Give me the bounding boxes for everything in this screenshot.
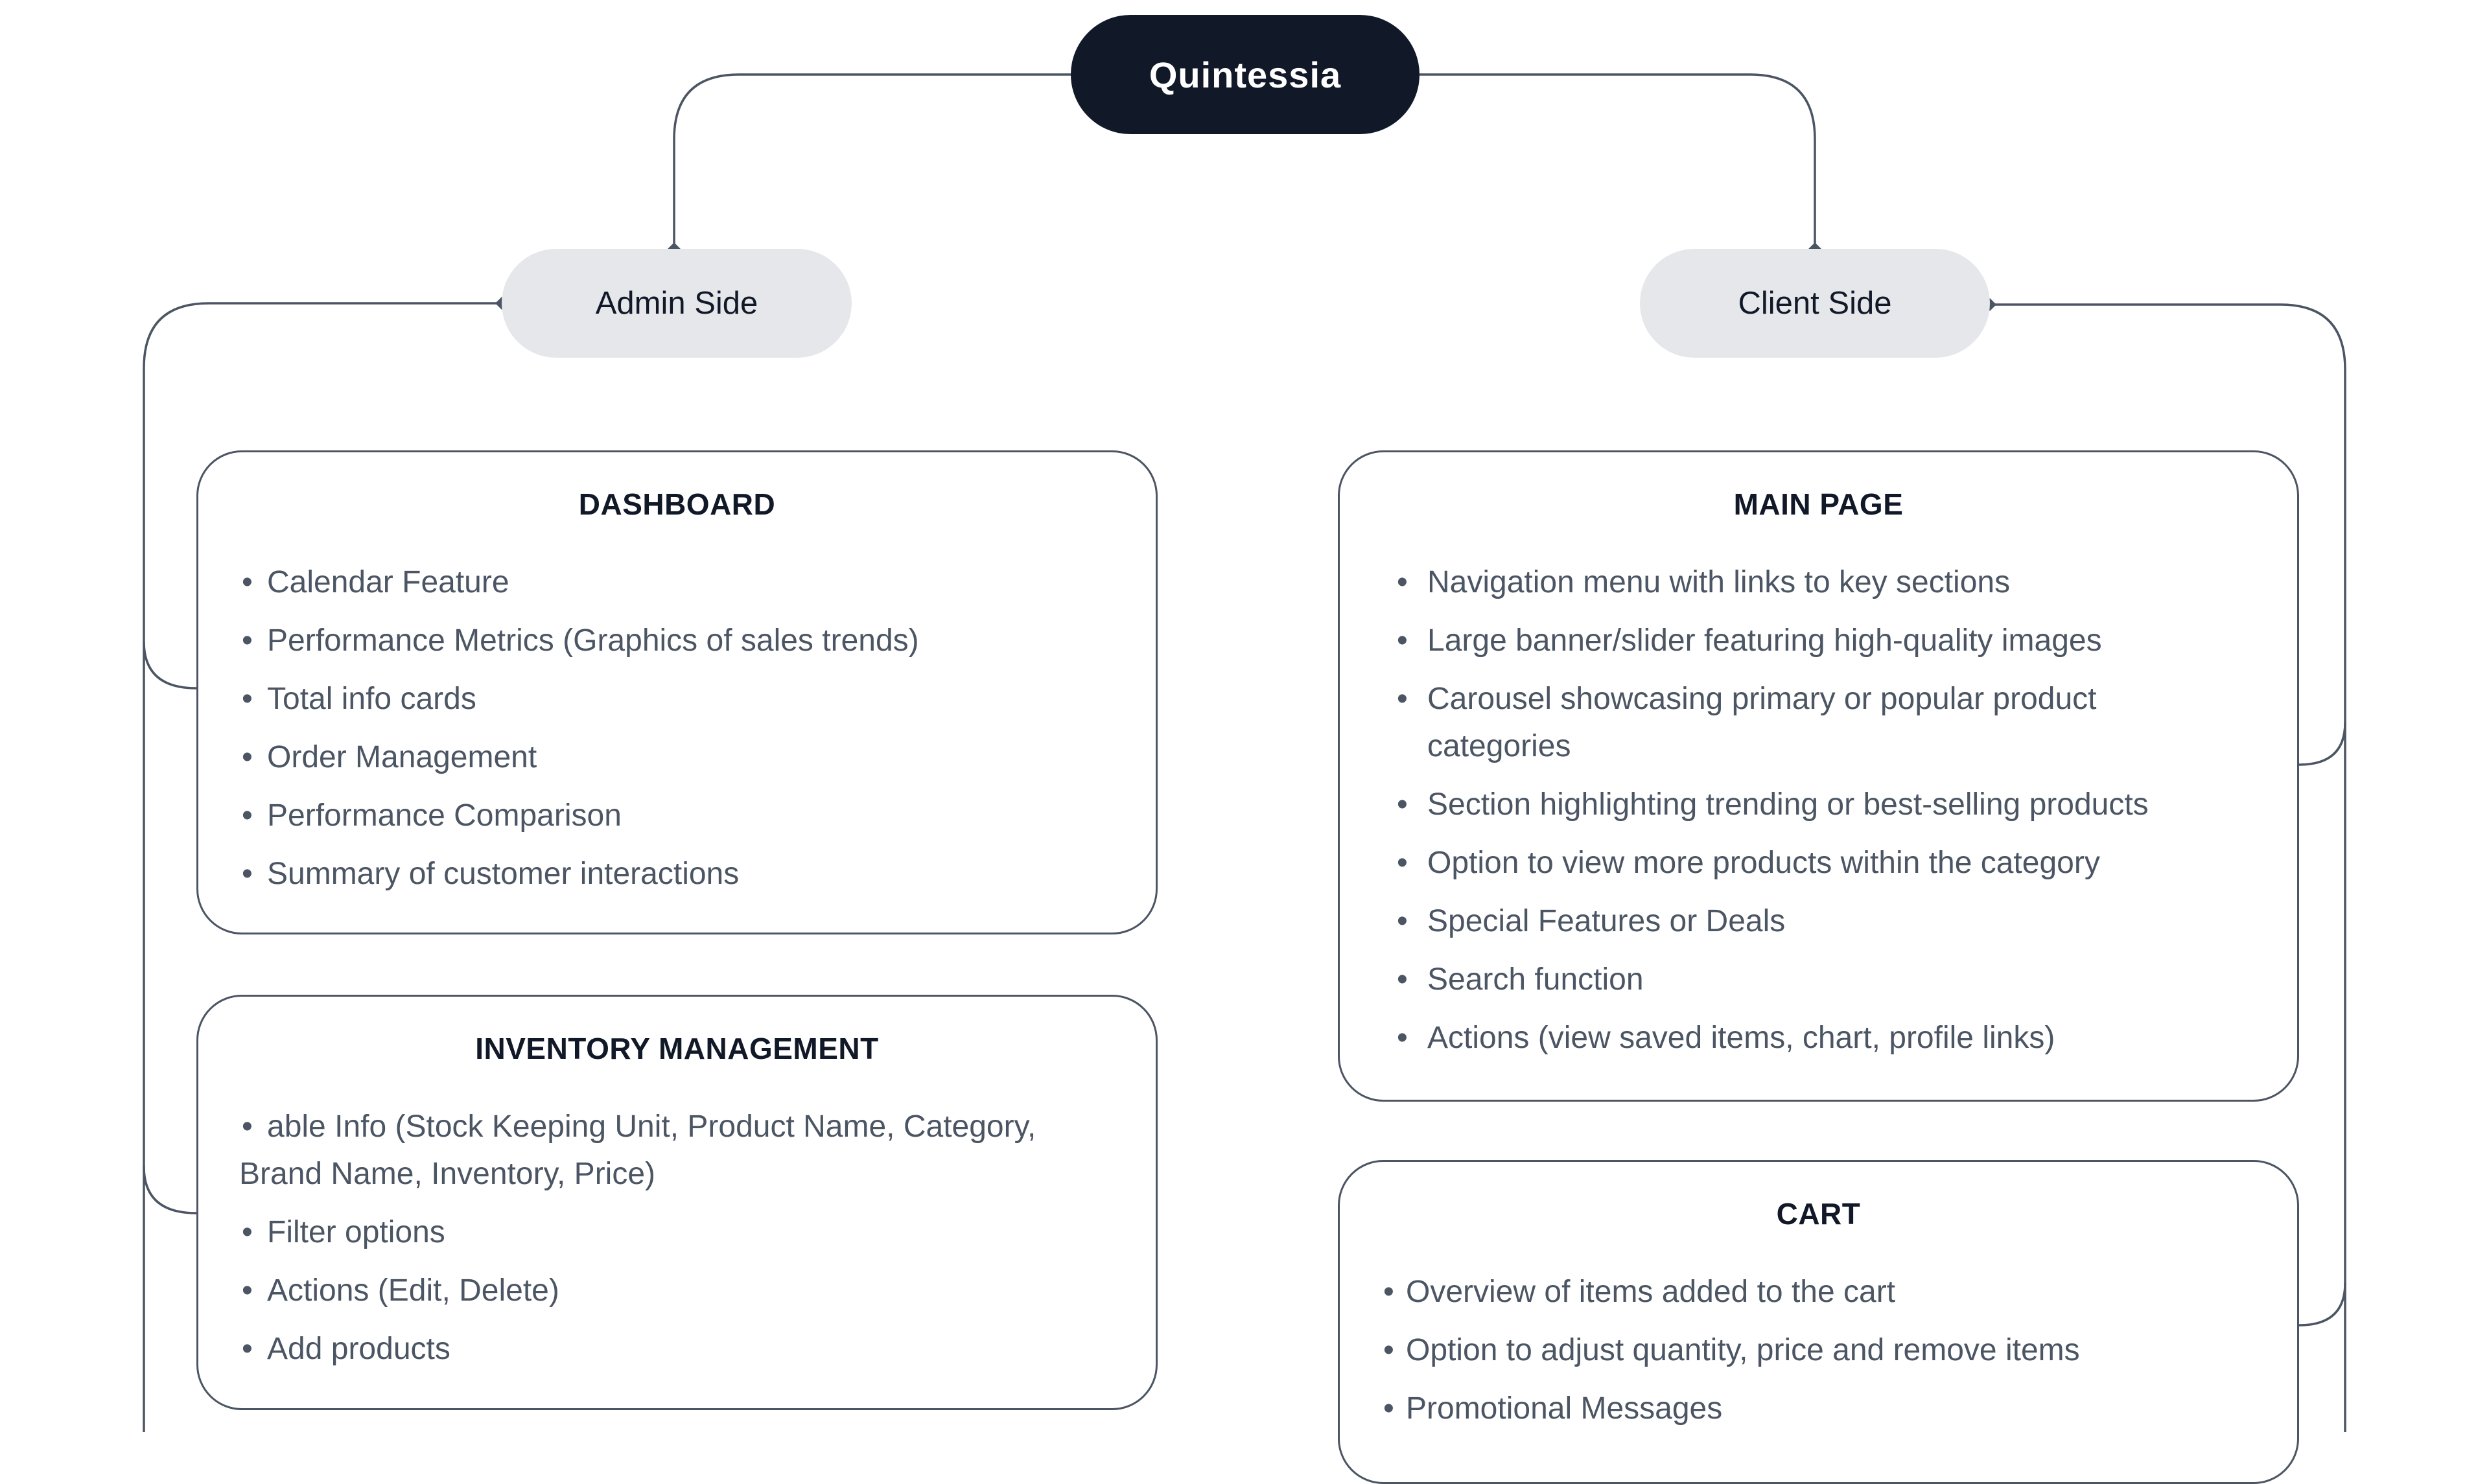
list-item: Filter options	[239, 1209, 1134, 1256]
dashboard-card: DASHBOARD Calendar Feature Performance M…	[196, 450, 1158, 934]
list-item: Option to view more products within the …	[1397, 839, 2265, 887]
root-label: Quintessia	[1149, 54, 1342, 95]
list-item: Performance Comparison	[242, 792, 1136, 839]
dashboard-title: DASHBOARD	[578, 487, 776, 521]
dashboard-list: Calendar Feature Performance Metrics (Gr…	[242, 559, 1136, 909]
connector-client-main	[1990, 303, 2346, 766]
list-item-continuation: Brand Name, Inventory, Price)	[239, 1157, 656, 1191]
list-item: Option to adjust quantity, price and rem…	[1383, 1327, 2278, 1374]
cart-card: CART Overview of items added to the cart…	[1338, 1160, 2299, 1484]
list-item: Performance Metrics (Graphics of sales t…	[242, 617, 1136, 664]
list-item: Calendar Feature	[242, 559, 1136, 606]
client-side-label: Client Side	[1738, 286, 1892, 321]
list-item: Overview of items added to the cart	[1383, 1268, 2278, 1316]
list-item: Large banner/slider featuring high-quali…	[1397, 617, 2265, 664]
list-item: Total info cards	[242, 675, 1136, 723]
inventory-title: INVENTORY MANAGEMENT	[475, 1032, 879, 1065]
list-item: Section highlighting trending or best-se…	[1397, 781, 2265, 828]
connector-root-admin	[673, 73, 1071, 249]
client-side-node: Client Side	[1640, 249, 1990, 358]
main-page-list: Navigation menu with links to key sectio…	[1397, 559, 2265, 1072]
cart-list: Overview of items added to the cart Opti…	[1383, 1268, 2278, 1443]
list-item-continuation: categories	[1427, 729, 1571, 763]
list-item: Special Features or Deals	[1397, 898, 2265, 945]
list-item: Carousel showcasing primary or popular p…	[1397, 675, 2265, 723]
list-item: Add products	[239, 1325, 1134, 1373]
main-page-card: MAIN PAGE Navigation menu with links to …	[1338, 450, 2299, 1102]
cart-title: CART	[1776, 1197, 1861, 1231]
connector-admin-dashboard	[143, 302, 502, 690]
list-item-line: able Info (Stock Keeping Unit, Product N…	[239, 1103, 1134, 1150]
admin-side-label: Admin Side	[595, 286, 758, 321]
list-item: Actions (view saved items, chart, profil…	[1397, 1014, 2265, 1061]
admin-side-node: Admin Side	[502, 249, 852, 358]
main-page-title: MAIN PAGE	[1733, 487, 1904, 521]
list-item: able Info (Stock Keeping Unit, Product N…	[239, 1103, 1134, 1150]
list-item: Order Management	[242, 734, 1136, 781]
list-item: Navigation menu with links to key sectio…	[1397, 559, 2265, 606]
connector-client-cart	[2298, 723, 2346, 1327]
connector-admin-inventory	[143, 642, 197, 1214]
inventory-card: INVENTORY MANAGEMENT able Info (Stock Ke…	[196, 995, 1158, 1410]
root-node: Quintessia	[1071, 15, 1420, 134]
list-item: Actions (Edit, Delete)	[239, 1267, 1134, 1314]
list-item: Search function	[1397, 956, 2265, 1003]
list-item: Summary of customer interactions	[242, 850, 1136, 898]
connector-root-client	[1420, 73, 1816, 249]
list-item: Promotional Messages	[1383, 1385, 2278, 1432]
inventory-list: able Info (Stock Keeping Unit, Product N…	[239, 1103, 1134, 1384]
